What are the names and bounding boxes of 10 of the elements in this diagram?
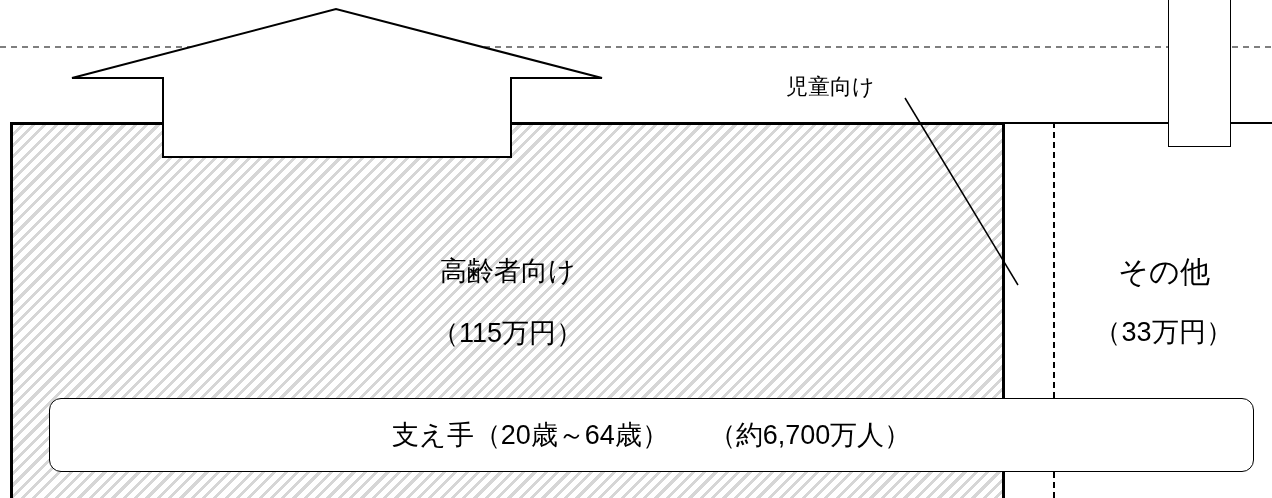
- bar-label: 支え手（20歳～64歳）: [391, 419, 669, 452]
- area-label: その他: [1117, 254, 1210, 290]
- amount-label: （115万円）: [431, 317, 583, 350]
- leader-line: [904, 97, 1019, 286]
- amount-label: （33万円）: [1094, 316, 1233, 349]
- area-label: 高齢者向け: [439, 255, 576, 288]
- leader-label: 児童向け: [785, 73, 875, 101]
- upright-bar: [1168, 0, 1231, 147]
- bar-value: （約6,700万人）: [708, 419, 912, 452]
- rounded-bar: [49, 398, 1254, 472]
